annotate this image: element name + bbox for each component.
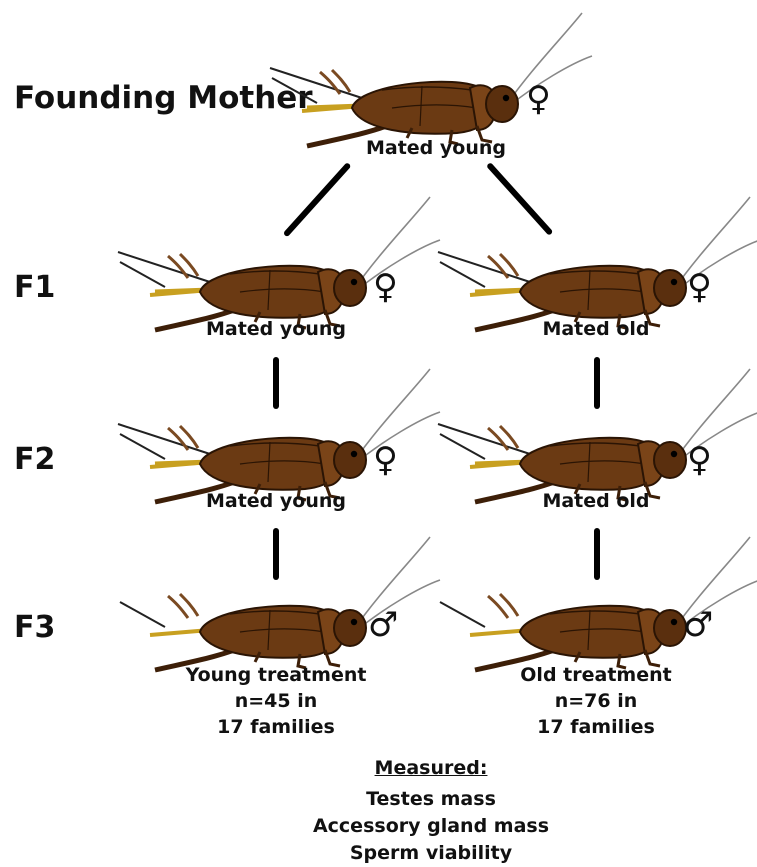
female-symbol-icon: ♀ [687, 270, 712, 304]
generation-label-f2: F2 [14, 442, 55, 477]
f2-right-caption: Mated old [516, 490, 676, 512]
male-symbol-icon: ♂ [683, 608, 713, 642]
female-symbol-icon: ♀ [373, 443, 398, 477]
founder-caption: Mated young [356, 137, 516, 159]
f3-left-caption-line: Young treatment [176, 662, 376, 688]
f1-left-caption: Mated young [196, 318, 356, 340]
female-symbol-icon: ♀ [373, 270, 398, 304]
measured-block: Measured: Testes mass Accessory gland ma… [286, 755, 576, 867]
f3-right-caption-line: Old treatment [496, 662, 696, 688]
generation-label-f3: F3 [14, 610, 55, 645]
f3-left-caption-line: n=45 in [176, 688, 376, 714]
f1-right-caption: Mated old [516, 318, 676, 340]
measured-item: Accessory gland mass [286, 813, 576, 840]
measured-item: Testes mass [286, 786, 576, 813]
f3-left-caption: Young treatment n=45 in 17 families [176, 662, 376, 740]
founding-mother-label: Founding Mother [14, 80, 313, 116]
f2-left-caption: Mated young [196, 490, 356, 512]
measured-title: Measured: [286, 755, 576, 782]
female-symbol-icon: ♀ [687, 443, 712, 477]
f3-right-caption: Old treatment n=76 in 17 families [496, 662, 696, 740]
measured-item: Sperm viability [286, 840, 576, 867]
female-symbol-icon: ♀ [526, 82, 551, 116]
f3-left-caption-line: 17 families [176, 714, 376, 740]
generation-label-f1: F1 [14, 270, 55, 305]
f3-right-caption-line: 17 families [496, 714, 696, 740]
male-symbol-icon: ♂ [368, 608, 398, 642]
f3-right-caption-line: n=76 in [496, 688, 696, 714]
